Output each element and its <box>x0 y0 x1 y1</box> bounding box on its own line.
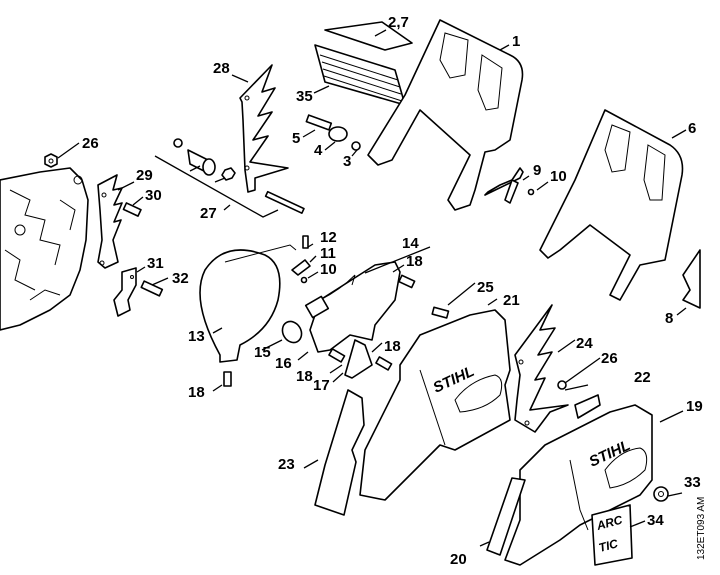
part-26-nut[interactable] <box>44 153 58 168</box>
part-34-arctic-decal[interactable]: ARC TIC <box>591 504 633 566</box>
label-10-b[interactable]: 10 <box>320 261 337 278</box>
part-29-spike[interactable] <box>97 174 123 269</box>
part-22-insert[interactable] <box>574 394 601 419</box>
part-3-washer[interactable] <box>351 141 361 151</box>
part-10-washer-a[interactable] <box>527 188 535 196</box>
drawing-code: 132ET093 AM <box>696 496 707 560</box>
label-30[interactable]: 30 <box>145 187 162 204</box>
part-21-sprocket-cover[interactable]: STIHL <box>359 309 511 501</box>
label-18-b[interactable]: 18 <box>384 338 401 355</box>
part-25-screw[interactable] <box>431 306 450 319</box>
label-18-a[interactable]: 18 <box>406 253 423 270</box>
engine-housing <box>0 167 89 331</box>
label-18-c[interactable]: 18 <box>296 368 313 385</box>
label-12[interactable]: 12 <box>320 229 337 246</box>
part-18-screw-d[interactable] <box>223 371 232 387</box>
label-35[interactable]: 35 <box>296 88 313 105</box>
part-15-sleeve[interactable] <box>279 318 306 346</box>
label-34[interactable]: 34 <box>647 512 664 529</box>
part-10-washer-b[interactable] <box>300 276 308 284</box>
label-16[interactable]: 16 <box>275 355 292 372</box>
leader-lines <box>57 29 687 547</box>
label-28[interactable]: 28 <box>213 60 230 77</box>
label-20[interactable]: 20 <box>450 551 467 568</box>
part-30-screw[interactable] <box>122 202 142 217</box>
part-19-sprocket-cover[interactable]: STIHL <box>504 404 653 566</box>
part-2-7-plate[interactable] <box>324 21 413 51</box>
part-labels: 1 2,7 3 4 5 6 8 9 10 10 11 12 13 14 15 1… <box>82 14 703 568</box>
label-25[interactable]: 25 <box>477 279 494 296</box>
label-29[interactable]: 29 <box>136 167 153 184</box>
part-18-screw-c[interactable] <box>375 356 393 371</box>
part-18-screw-b[interactable] <box>328 348 346 363</box>
part-5-screw[interactable] <box>305 114 333 131</box>
label-21[interactable]: 21 <box>503 292 520 309</box>
label-33[interactable]: 33 <box>684 474 701 491</box>
label-3[interactable]: 3 <box>343 153 351 170</box>
label-5[interactable]: 5 <box>292 130 300 147</box>
part-23-guard[interactable] <box>314 389 365 516</box>
arctic-text-bottom: TIC <box>597 536 620 555</box>
label-22[interactable]: 22 <box>634 369 651 386</box>
label-15[interactable]: 15 <box>254 344 271 361</box>
label-8[interactable]: 8 <box>665 310 673 327</box>
part-1-hand-guard[interactable] <box>367 19 524 211</box>
label-26-b[interactable]: 26 <box>601 350 618 367</box>
label-27[interactable]: 27 <box>200 205 217 222</box>
part-14-brake-lever[interactable] <box>304 261 401 353</box>
label-23[interactable]: 23 <box>278 456 295 473</box>
part-11-link[interactable] <box>291 259 311 276</box>
part-20-guard[interactable] <box>486 477 526 556</box>
label-24[interactable]: 24 <box>576 335 593 352</box>
label-11[interactable]: 11 <box>320 245 336 262</box>
label-14[interactable]: 14 <box>402 235 419 252</box>
part-24-spike[interactable] <box>514 304 569 433</box>
label-26-a[interactable]: 26 <box>82 135 99 152</box>
part-18-screw-a[interactable] <box>398 274 416 289</box>
label-6[interactable]: 6 <box>688 120 696 137</box>
label-17[interactable]: 17 <box>313 377 330 394</box>
label-1[interactable]: 1 <box>512 33 520 50</box>
part-26-nut-b[interactable] <box>557 380 567 390</box>
part-35-pad[interactable] <box>314 44 406 106</box>
arctic-text-top: ARC <box>594 513 624 534</box>
part-28-spike[interactable] <box>239 64 289 193</box>
part-9-lever[interactable] <box>484 167 524 204</box>
part-17-cam[interactable] <box>344 339 373 379</box>
part-13-brake-band[interactable] <box>199 244 297 363</box>
label-13[interactable]: 13 <box>188 328 205 345</box>
label-31[interactable]: 31 <box>147 255 164 272</box>
part-4-buffer[interactable] <box>328 126 348 142</box>
label-19[interactable]: 19 <box>686 398 703 415</box>
label-2-7[interactable]: 2,7 <box>388 14 409 31</box>
label-9[interactable]: 9 <box>533 162 541 179</box>
label-4[interactable]: 4 <box>314 142 323 159</box>
part-31-bracket[interactable] <box>113 267 137 317</box>
part-6-hand-guard[interactable] <box>539 109 684 301</box>
label-32[interactable]: 32 <box>172 270 189 287</box>
part-33-nut[interactable] <box>653 486 669 502</box>
label-18-d[interactable]: 18 <box>188 384 205 401</box>
part-32-screw[interactable] <box>140 280 164 297</box>
part-8-plate[interactable] <box>682 249 701 309</box>
label-10-a[interactable]: 10 <box>550 168 567 185</box>
part-27-kit[interactable] <box>154 138 305 218</box>
part-12-spring[interactable] <box>302 235 309 249</box>
